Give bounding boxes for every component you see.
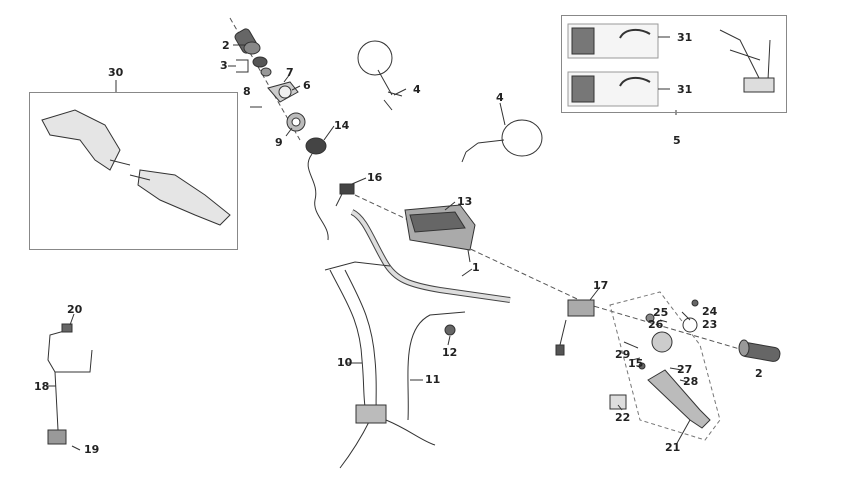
switch-kit-box [561, 15, 787, 113]
cable-adjuster [444, 324, 456, 336]
label-pin-28: 28 [683, 375, 699, 388]
label-clip-20: 20 [67, 303, 83, 316]
label-grip-left: 2 [222, 39, 230, 52]
label-kit-31-bottom: 31 [677, 83, 693, 96]
mirror-left [357, 40, 403, 111]
label-switch-16: 16 [367, 171, 383, 184]
label-hose-18: 18 [34, 380, 50, 393]
label-kit-31-top: 31 [677, 31, 693, 44]
label-screw-8: 8 [243, 85, 251, 98]
label-grip-right: 2 [755, 367, 763, 380]
left-grip-assembly [234, 28, 272, 77]
label-ring-23: 23 [702, 318, 718, 331]
label-clamp-6: 6 [303, 79, 311, 92]
label-clamp-7: 7 [286, 66, 294, 79]
mirror-right [461, 119, 543, 163]
label-mirror-right: 4 [496, 91, 504, 104]
left-switch [305, 137, 329, 241]
label-screw-19: 19 [84, 443, 100, 456]
label-handguard-30: 30 [108, 66, 124, 79]
label-cover-22: 22 [615, 411, 631, 424]
label-handlebar: 1 [472, 261, 480, 274]
label-switch-kit: 5 [673, 134, 681, 147]
label-screw-24: 24 [702, 305, 718, 318]
label-switch-17: 17 [593, 279, 609, 292]
switch-housing [267, 81, 299, 103]
label-nut-26: 26 [648, 318, 664, 331]
label-cable-11: 11 [425, 373, 441, 386]
label-instrument-13: 13 [457, 195, 473, 208]
throttle-cables [324, 261, 466, 469]
label-screw-27: 27 [677, 363, 693, 376]
switch-kit-contents [567, 23, 775, 107]
label-throttle-9: 9 [275, 136, 283, 149]
brake-hose [47, 323, 93, 445]
right-grip [738, 339, 781, 362]
kill-switch [335, 183, 355, 207]
label-mirror-left: 4 [413, 83, 421, 96]
label-grip-parts: 3 [220, 59, 228, 72]
label-adjuster-12: 12 [442, 346, 458, 359]
handguard-box [29, 92, 238, 250]
handguards [41, 109, 231, 226]
label-screw-25: 25 [653, 306, 669, 319]
instrument-cluster [404, 204, 476, 263]
label-lever-21: 21 [665, 441, 681, 454]
label-bolt-29: 29 [615, 348, 631, 361]
label-cable-10: 10 [337, 356, 353, 369]
label-switch-14: 14 [334, 119, 350, 132]
label-lever-15: 15 [628, 357, 644, 370]
right-switch [555, 299, 595, 356]
